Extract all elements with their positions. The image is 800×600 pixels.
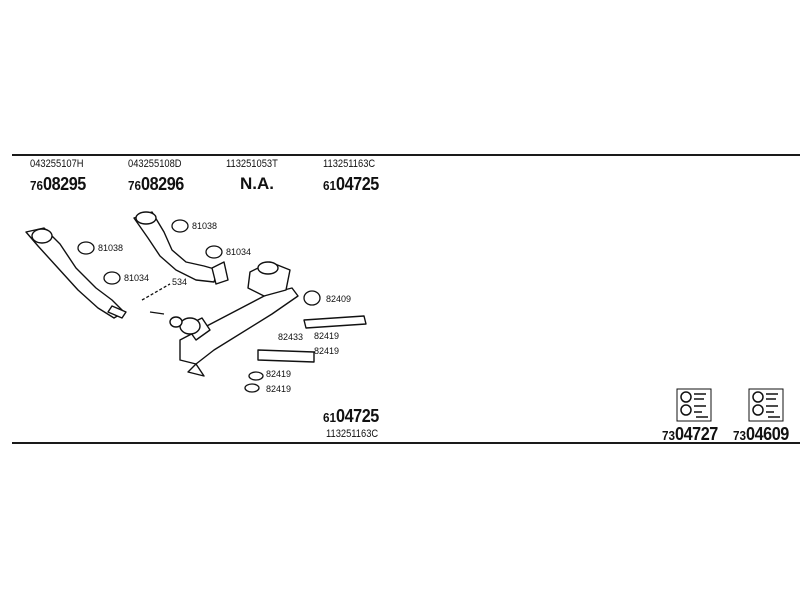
gasket-ring bbox=[171, 219, 189, 233]
part-prefix: 61 bbox=[323, 178, 337, 193]
part-main: 08296 bbox=[141, 174, 184, 194]
oem-number-col3: 113251053T bbox=[226, 158, 278, 170]
pipe-flange-left bbox=[31, 228, 53, 244]
callout-81034: 81034 bbox=[226, 247, 251, 257]
part-number-center[interactable]: 6104725 bbox=[323, 406, 379, 427]
tail-pipe-lower bbox=[257, 349, 315, 363]
part-main: 04725 bbox=[336, 174, 379, 194]
part-number-kit1[interactable]: 7304727 bbox=[662, 424, 718, 445]
callout-81034: 81034 bbox=[124, 273, 149, 283]
callout-82433: 82433 bbox=[278, 332, 303, 342]
bottom-rule bbox=[12, 442, 800, 444]
part-prefix: 73 bbox=[662, 428, 676, 443]
oem-number-col2: 043255108D bbox=[128, 158, 182, 170]
clamp-ring bbox=[244, 383, 260, 393]
callout-82419: 82419 bbox=[314, 346, 339, 356]
callout-534: 534 bbox=[172, 277, 187, 287]
part-number-col2[interactable]: 7608296 bbox=[128, 174, 184, 195]
part-prefix: 61 bbox=[323, 410, 337, 425]
gasket-ring bbox=[103, 271, 121, 285]
not-available-label: N.A. bbox=[240, 174, 274, 193]
callout-82409: 82409 bbox=[326, 294, 351, 304]
callout-82419: 82419 bbox=[314, 331, 339, 341]
gasket-ring bbox=[205, 245, 223, 259]
part-number-kit2[interactable]: 7304609 bbox=[733, 424, 789, 445]
oem-number-center: 113251163C bbox=[326, 428, 379, 440]
top-rule bbox=[12, 154, 800, 156]
callout-82419: 82419 bbox=[266, 369, 291, 379]
callout-81038: 81038 bbox=[98, 243, 123, 253]
mounting-kit-icon bbox=[748, 388, 784, 422]
part-prefix: 73 bbox=[733, 428, 747, 443]
part-main: 04727 bbox=[675, 424, 718, 444]
part-number-col4[interactable]: 6104725 bbox=[323, 174, 379, 195]
part-prefix: 76 bbox=[128, 178, 142, 193]
part-main: 04609 bbox=[746, 424, 789, 444]
part-main: 04725 bbox=[336, 406, 379, 426]
gasket-ring bbox=[77, 241, 95, 255]
part-prefix: 76 bbox=[30, 178, 44, 193]
oem-number-col1: 043255107H bbox=[30, 158, 84, 170]
gasket-ring bbox=[303, 290, 321, 306]
tail-pipe-upper bbox=[303, 315, 367, 329]
callout-81038: 81038 bbox=[192, 221, 217, 231]
clamp-ring bbox=[248, 371, 264, 381]
part-main: 08295 bbox=[43, 174, 86, 194]
callout-82419: 82419 bbox=[266, 384, 291, 394]
part-number-col1[interactable]: 7608295 bbox=[30, 174, 86, 195]
oem-number-col4: 113251163C bbox=[323, 158, 376, 170]
mounting-kit-icon bbox=[676, 388, 712, 422]
pipe-flange-right bbox=[135, 211, 157, 225]
